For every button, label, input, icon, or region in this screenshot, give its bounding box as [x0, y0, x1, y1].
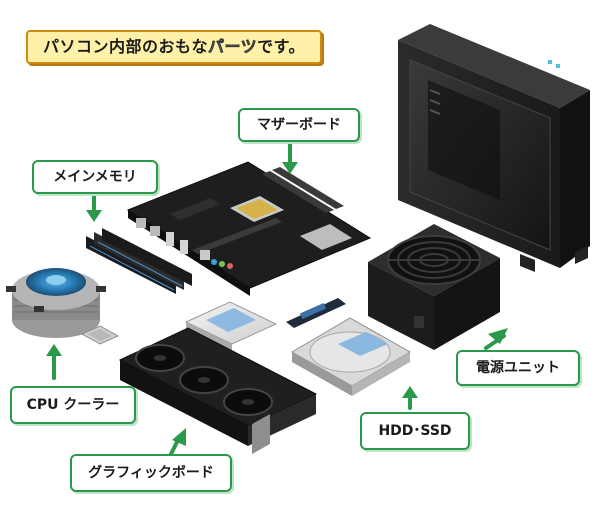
pc-case: [398, 24, 590, 272]
cpu-chip: [80, 325, 120, 345]
title-highlight: パーツ: [207, 37, 258, 57]
memory-modules: [86, 228, 192, 294]
label-cpu-cooler: CPU クーラー: [10, 386, 136, 424]
callout-arrows: [46, 142, 508, 458]
label-motherboard: マザーボード: [238, 108, 360, 142]
title-text-part1: パソコン内部のおもな: [42, 37, 208, 56]
cpu-cooler: [6, 268, 106, 338]
motherboard: [126, 161, 372, 296]
m2-ssd: [286, 298, 346, 328]
graphics-card: [118, 327, 318, 454]
label-power-supply: 電源ユニット: [456, 350, 580, 386]
hdd-drive: [290, 317, 412, 396]
label-graphics-card: グラフィックボード: [70, 454, 232, 492]
ssd-25-drive: [184, 301, 278, 350]
title-text-part2: です。: [257, 37, 306, 56]
page-title: パソコン内部のおもなパーツです。: [26, 30, 322, 64]
power-supply: [368, 224, 500, 350]
label-memory: メインメモリ: [32, 160, 158, 194]
label-storage: HDD･SSD: [360, 412, 470, 450]
